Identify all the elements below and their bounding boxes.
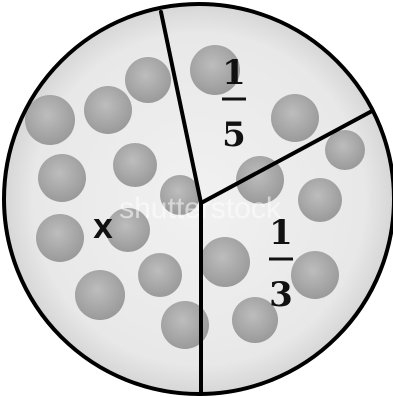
slice-x-label: X bbox=[93, 215, 113, 245]
pepperoni bbox=[84, 86, 132, 134]
fraction-denominator: 5 bbox=[222, 115, 246, 155]
pepperoni bbox=[38, 154, 86, 202]
pepperoni bbox=[138, 253, 182, 297]
fraction-denominator: 3 bbox=[269, 275, 293, 315]
pepperoni bbox=[25, 95, 75, 145]
pepperoni bbox=[271, 94, 319, 142]
fraction-numerator: 1 bbox=[222, 53, 246, 93]
pepperoni bbox=[200, 237, 250, 287]
pepperoni bbox=[298, 178, 342, 222]
pepperoni bbox=[75, 270, 125, 320]
pepperoni bbox=[291, 251, 339, 299]
fraction-numerator: 1 bbox=[269, 213, 293, 253]
pepperoni bbox=[36, 214, 84, 262]
pepperoni bbox=[113, 143, 157, 187]
pepperoni bbox=[125, 57, 171, 103]
pepperoni bbox=[325, 130, 365, 170]
